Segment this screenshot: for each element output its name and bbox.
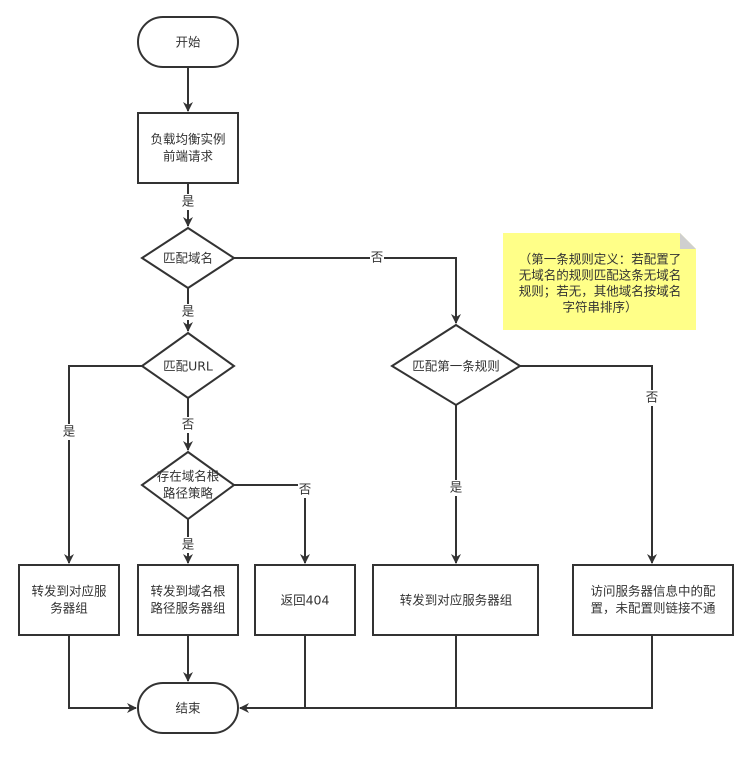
node-label: 匹配域名 xyxy=(163,251,213,266)
note-line: （第一条规则定义：若配置了 xyxy=(519,252,682,267)
node-forward-root: 转发到域名根 路径服务器组 xyxy=(137,564,239,636)
node-label: 置，未配置则链接不通 xyxy=(590,601,716,616)
node-access-config: 访问服务器信息中的配 置，未配置则链接不通 xyxy=(572,564,734,636)
edge-rule-no xyxy=(520,365,657,564)
node-match-domain: 匹配域名 xyxy=(140,226,236,290)
node-label: 路径策略 xyxy=(163,486,214,501)
node-label: 访问服务器信息中的配 xyxy=(590,584,716,599)
node-label: 返回404 xyxy=(281,593,330,608)
edge-root-no xyxy=(234,484,310,564)
node-match-first-rule: 匹配第一条规则 xyxy=(390,323,522,407)
node-root-policy: 存在域名根 路径策略 xyxy=(140,450,236,521)
node-return-404: 返回404 xyxy=(254,564,356,636)
node-label: 务器组 xyxy=(50,601,88,616)
edge-a-end xyxy=(68,635,137,713)
node-end: 结束 xyxy=(137,682,239,734)
edge-labels: 是 否 是 是 否 否 是 否 是 xyxy=(62,194,659,553)
edge-label: 是 xyxy=(63,424,76,439)
edge-label: 是 xyxy=(450,480,463,495)
edge-label: 否 xyxy=(182,417,195,432)
node-label: 结束 xyxy=(175,701,201,716)
node-label: 匹配第一条规则 xyxy=(412,359,500,374)
edge-domain-no xyxy=(234,257,461,324)
node-label: 转发到对应服 xyxy=(31,584,107,599)
node-forward-a: 转发到对应服 务器组 xyxy=(18,564,120,636)
edge-url-yes xyxy=(64,365,142,564)
edge-label: 否 xyxy=(371,250,384,265)
node-label: 前端请求 xyxy=(163,149,214,164)
node-request: 负载均衡实例 前端请求 xyxy=(137,112,239,184)
edge-e-end xyxy=(239,635,653,713)
edge-label: 否 xyxy=(299,482,312,497)
node-label: 负载均衡实例 xyxy=(150,132,225,147)
node-label: 转发到对应服务器组 xyxy=(400,593,513,608)
note-line: 字符串排序） xyxy=(562,300,637,315)
note-line: 无域名的规则匹配这条无域名 xyxy=(519,268,682,283)
node-label: 开始 xyxy=(175,35,201,50)
node-forward-d: 转发到对应服务器组 xyxy=(372,564,539,636)
edge-label: 是 xyxy=(182,194,195,209)
note-line: 规则；若无，其他域名按域名 xyxy=(519,284,682,299)
node-start: 开始 xyxy=(137,16,239,68)
edge-label: 否 xyxy=(646,390,659,405)
note: （第一条规则定义：若配置了 无域名的规则匹配这条无域名 规则；若无，其他域名按域… xyxy=(503,233,696,330)
edges xyxy=(64,67,657,713)
node-label: 存在域名根 xyxy=(157,469,220,484)
node-match-url: 匹配URL xyxy=(140,331,236,400)
node-label: 路径服务器组 xyxy=(150,601,225,616)
node-label: 匹配URL xyxy=(163,359,213,374)
edge-label: 是 xyxy=(182,304,195,319)
node-label: 转发到域名根 xyxy=(150,584,226,599)
edge-label: 是 xyxy=(182,537,195,552)
